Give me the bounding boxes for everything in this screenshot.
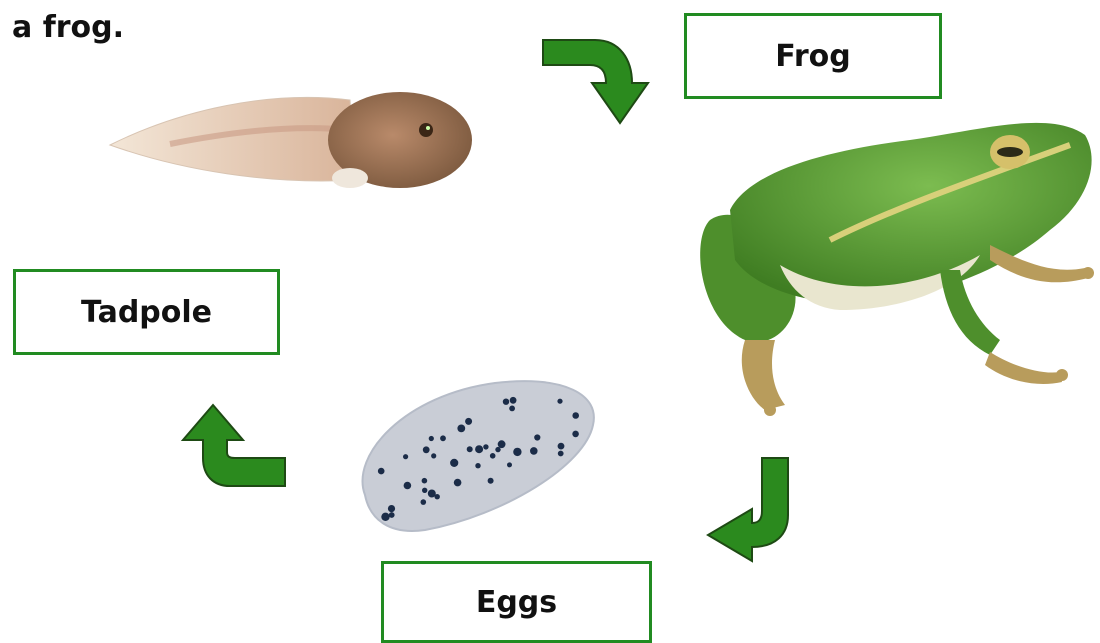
egg-dot [558,451,564,457]
egg-dot [503,399,509,405]
egg-dot [495,447,500,452]
egg-dot [558,443,565,450]
stage-label-frog-text: Frog [775,39,850,74]
egg-dot [465,418,472,425]
egg-dot [440,435,446,441]
egg-dot [431,453,436,458]
egg-dot [510,397,517,404]
frog-image [690,90,1100,440]
egg-dot [467,446,473,452]
stage-label-tadpole: Tadpole [13,269,280,355]
egg-dot [475,445,483,453]
egg-dot [509,406,515,412]
egg-dot [378,468,385,475]
egg-dot [423,446,430,453]
egg-dot [454,479,462,487]
egg-dot [422,488,427,493]
title-fragment: a frog. [12,10,124,45]
egg-dot [381,513,389,521]
stage-label-frog: Frog [684,13,942,99]
arrow-frog-to-eggs [700,455,810,565]
egg-dot [388,505,395,512]
egg-dot [483,444,488,449]
egg-dot [435,494,440,499]
arrow-eggs-to-tadpole [175,400,290,492]
eggs-image [345,365,605,540]
egg-dot [389,512,395,518]
egg-dot [475,463,480,468]
egg-dot [404,482,412,490]
egg-dot [490,453,496,459]
egg-dot [429,436,434,441]
egg-dot [450,459,458,467]
egg-dot [421,499,427,505]
egg-dot [530,447,538,455]
egg-dot [534,434,540,440]
arrow-tadpole-to-frog [540,35,655,130]
egg-dot [572,412,579,419]
egg-dot [507,462,512,467]
stage-label-eggs-text: Eggs [476,585,557,620]
egg-dot [557,399,562,404]
egg-dot [403,454,408,459]
egg-dot [488,478,494,484]
tadpole-image [100,70,480,200]
stage-label-eggs: Eggs [381,561,652,643]
egg-dot [572,431,579,438]
egg-dot [498,440,506,448]
egg-dot [457,425,465,433]
egg-dot [422,478,428,484]
egg-dot [513,448,521,456]
stage-label-tadpole-text: Tadpole [81,295,212,330]
